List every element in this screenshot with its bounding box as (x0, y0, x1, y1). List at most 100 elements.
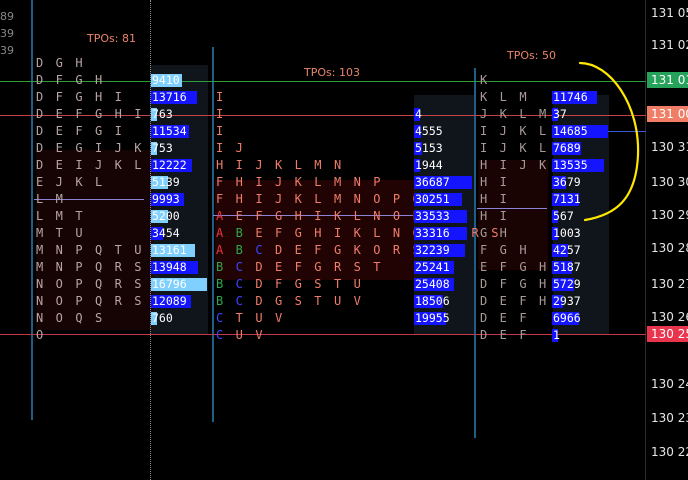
tpo-letter: F (499, 277, 520, 291)
volume-bar (552, 244, 568, 257)
tpo-letter: I (499, 158, 520, 172)
volume-bar (552, 295, 563, 308)
tpo-letter: O (55, 277, 76, 291)
profile-line-1 (31, 0, 33, 420)
tpo-letter: I (255, 192, 275, 206)
tpo-letter: G (75, 73, 95, 87)
tpo-letter: F (255, 209, 275, 223)
tpo-letter: K (353, 226, 374, 240)
tpo-row: L M T (36, 209, 85, 223)
tpo-letter: F (519, 328, 530, 342)
volume-value: 25241 (415, 260, 450, 274)
volume-value: 36687 (415, 175, 450, 189)
price-axis-label: 130 28 (651, 241, 688, 255)
volume-bar (552, 91, 597, 104)
tpo-letter: F (216, 175, 236, 189)
tpo-letter: K (75, 175, 95, 189)
volume-value: 7689 (553, 141, 581, 155)
tpo-letter: G (75, 90, 95, 104)
tpo-letter: N (373, 209, 393, 223)
tpo-letter: E (55, 141, 76, 155)
tpo-letter: H (480, 175, 500, 189)
tpo-letter: H (480, 158, 500, 172)
tpo-letter: S (314, 277, 334, 291)
tpo-letter: R (114, 277, 135, 291)
tpo-letter: M (519, 90, 530, 104)
volume-value: 4 (415, 107, 422, 121)
tpo-letter: N (353, 175, 374, 189)
tpo-letter: G (75, 141, 95, 155)
volume-bar (414, 261, 454, 274)
volume-value: 33316 (415, 226, 450, 240)
tpo-letter: N (353, 192, 374, 206)
volume-value: 5729 (553, 277, 581, 291)
tpo-letter: N (36, 294, 56, 308)
tpo-letter: I (333, 226, 354, 240)
tpo-letter: I (216, 107, 226, 121)
volume-bar (414, 295, 443, 308)
tpo-letter: H (114, 107, 135, 121)
profile-line-3 (474, 68, 476, 438)
tpo-letter: A (216, 226, 236, 240)
tpo-row: F H I J K L M N P (216, 175, 383, 189)
tpo-letter: K (333, 209, 354, 223)
volume-bar (414, 159, 420, 172)
tpo-row: O (36, 328, 46, 342)
tpo-letter: S (294, 294, 315, 308)
tpo-row: D E F G H I (36, 107, 144, 121)
tpo-letter: P (392, 192, 413, 206)
volume-value: 7131 (553, 192, 581, 206)
tpo-letter: K (480, 73, 490, 87)
poc-line-3b (590, 131, 647, 132)
tpo-letter: I (499, 192, 510, 206)
tpo-letter: M (36, 260, 56, 274)
tpo-letter: F (55, 90, 76, 104)
tpo-letter: D (36, 141, 56, 155)
tpo-letter: H (94, 73, 105, 87)
tpo-letter: L (353, 209, 374, 223)
tpo-letter: C (255, 243, 275, 257)
tpo-letter: I (480, 141, 500, 155)
volume-bar (552, 176, 566, 189)
tpo-letter: E (55, 107, 76, 121)
tpo-letter: I (480, 124, 500, 138)
tpo-letter: Q (75, 311, 95, 325)
tpo-row: H I (480, 209, 509, 223)
tpo-letter: E (274, 260, 295, 274)
tpo-letter: D (36, 124, 56, 138)
tpo-letter: U (333, 294, 354, 308)
session-separator (150, 0, 151, 480)
tpo-letter: U (75, 226, 86, 240)
tpo-letter: D (255, 277, 275, 291)
tpo-row: D E F H (480, 294, 549, 308)
tpo-letter: E (235, 209, 256, 223)
price-tag-red: 130 25 (647, 326, 688, 342)
tpo-letter: I (216, 141, 236, 155)
tpo-letter: D (480, 328, 500, 342)
tpo-row: B C D E F G R S T (216, 260, 383, 274)
tpo-letter: E (36, 175, 56, 189)
tpo-letter: S (353, 260, 374, 274)
tpo-letter: T (235, 311, 256, 325)
volume-value: 13948 (152, 260, 187, 274)
tpo-letter: L (294, 158, 315, 172)
tpo-letter: L (36, 192, 56, 206)
tpo-letter: P (75, 260, 95, 274)
tpo-letter: I (114, 90, 125, 104)
profile-line-4 (645, 0, 646, 480)
tpo-letter: J (274, 192, 295, 206)
volume-value: 12222 (152, 158, 187, 172)
volume-value: 3454 (152, 226, 180, 240)
volume-bar (151, 261, 198, 274)
tpo-row: N O Q S (36, 311, 105, 325)
volume-bar (552, 210, 558, 223)
tpo-letter: L (373, 226, 393, 240)
volume-bar (151, 142, 157, 155)
tpo-letter: R (392, 243, 413, 257)
volume-value: 763 (152, 107, 173, 121)
volume-value: 11534 (152, 124, 187, 138)
tpo-letter: J (499, 141, 520, 155)
tpo-letter: N (55, 260, 76, 274)
tpo-row: I J K L (480, 141, 549, 155)
